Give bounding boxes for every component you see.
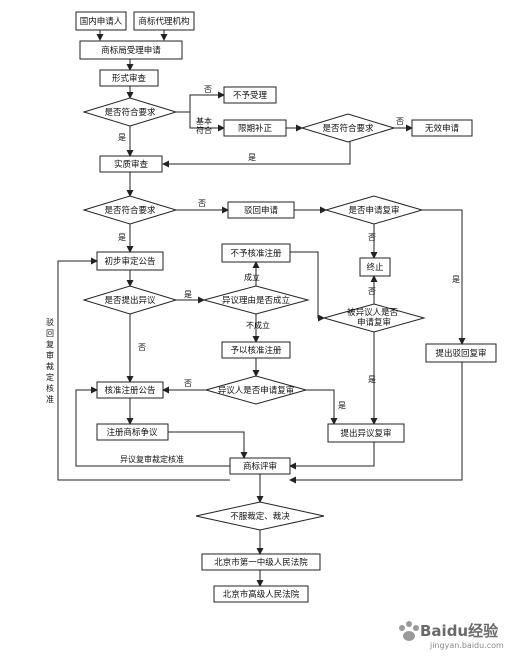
box-not-accepted: 不予受理 <box>223 86 277 104</box>
diamond-meets-req-3: 是否符合要求 <box>82 195 178 225</box>
node-label: 是否提出异议 <box>104 295 156 306</box>
connectors <box>57 30 466 587</box>
watermark-url: jingyan.baidu.com <box>429 641 504 650</box>
node-label: 是否符合要求 <box>104 107 156 118</box>
box-high-court: 北京市高级人民法院 <box>213 585 309 603</box>
label-yes: 是 <box>368 375 376 384</box>
node-label: 是否申请复审 <box>348 205 399 216</box>
box-approve-announce: 核准注册公告 <box>96 381 164 399</box>
node-label: 驳回申请 <box>244 205 279 216</box>
diamond-opposition-valid: 异议理由是否成立 <box>202 285 310 315</box>
node-label: 国内申请人 <box>80 16 123 27</box>
diamond-meets-req-2: 是否符合要求 <box>300 113 396 143</box>
label-yes: 是 <box>184 290 192 299</box>
node-label: 是否符合要求 <box>322 123 374 134</box>
box-refuse-registration: 不予核准注册 <box>221 243 291 263</box>
label-not-established: 不成立 <box>246 320 270 330</box>
diamond-opposed-review: 被异议人是否 申请复审 <box>322 303 426 333</box>
label-no: 否 <box>204 85 212 94</box>
watermark-brand: Baidu经验 <box>420 622 499 640</box>
node-label: 不予核准注册 <box>230 248 282 259</box>
node-label: 不予受理 <box>233 90 268 101</box>
node-label: 北京市第一中级人民法院 <box>214 557 308 568</box>
node-label: 实质审查 <box>114 159 149 170</box>
node-label-line2: 申请复审 <box>357 317 391 328</box>
label-no: 否 <box>396 117 404 126</box>
v-char: 审 <box>46 350 54 360</box>
box-file-rejection-review: 提出驳回复审 <box>425 343 497 363</box>
node-label: 商标评审 <box>243 461 277 472</box>
label-no: 否 <box>138 343 146 352</box>
node-label: 异议理由是否成立 <box>222 295 291 306</box>
node-label: 初步审定公告 <box>104 256 155 267</box>
node-label: 异议人是否申请复审 <box>218 385 295 396</box>
box-office-accepts: 商标局受理申请 <box>79 40 183 60</box>
label-yes: 是 <box>338 401 346 410</box>
baidu-watermark: Baidu经验 jingyan.baidu.com <box>399 621 504 650</box>
box-terminate: 终止 <box>359 257 391 277</box>
label-basically-meets: 基本 符合 <box>196 116 215 135</box>
node-label-line1: 被异议人是否 <box>347 307 399 318</box>
label-basically-line1: 基本 <box>196 116 212 126</box>
box-invalid-application: 无效申请 <box>411 119 473 137</box>
v-char: 定 <box>46 372 54 382</box>
box-formal-exam: 形式审查 <box>99 69 159 87</box>
label-basically-line2: 符合 <box>196 125 212 135</box>
box-review-board: 商标评审 <box>229 457 291 475</box>
v-char: 裁 <box>46 361 54 371</box>
paw-icon <box>399 621 419 641</box>
label-no: 否 <box>198 199 206 208</box>
node-label: 提出异议复审 <box>340 428 391 439</box>
node-label: 提出驳回复审 <box>435 348 486 359</box>
node-label: 北京市高级人民法院 <box>223 589 300 600</box>
label-no: 否 <box>368 287 376 296</box>
label-rejection-review-approved: 驳 回 复 审 裁 定 核 准 <box>46 318 57 404</box>
node-label: 限期补正 <box>238 123 273 134</box>
box-substantive-exam: 实质审查 <box>99 155 163 173</box>
box-prelim-approval: 初步审定公告 <box>96 251 164 271</box>
box-rejection: 驳回申请 <box>227 201 295 219</box>
node-label: 无效申请 <box>425 123 460 134</box>
box-first-court: 北京市第一中级人民法院 <box>201 553 321 571</box>
v-char: 准 <box>46 394 54 404</box>
label-no: 否 <box>184 379 192 388</box>
v-char: 核 <box>46 383 54 393</box>
label-yes: 是 <box>248 153 256 162</box>
box-domestic-applicant: 国内申请人 <box>75 11 127 31</box>
label-yes: 是 <box>118 133 126 142</box>
node-label: 不服裁定、裁决 <box>230 511 290 522</box>
box-trademark-agency: 商标代理机构 <box>133 11 195 31</box>
node-label: 注册商标争议 <box>106 427 158 438</box>
v-char: 回 <box>46 329 54 338</box>
edge-labels: 否 基本 符合 否 是 是 否 否 是 是 是 成立 否 不成立 是 否 否 是… <box>46 85 460 464</box>
box-approve-registration: 予以核准注册 <box>221 341 291 359</box>
v-char: 复 <box>46 339 54 349</box>
label-no: 否 <box>368 233 376 242</box>
node-label: 是否符合要求 <box>104 205 156 216</box>
box-correction: 限期补正 <box>223 119 287 137</box>
label-established: 成立 <box>244 272 260 282</box>
label-yes: 是 <box>452 275 460 284</box>
node-label: 商标局受理申请 <box>101 45 161 56</box>
node-label: 予以核准注册 <box>230 345 282 356</box>
diamond-meets-req-1: 是否符合要求 <box>82 97 178 127</box>
node-label: 终止 <box>366 262 384 273</box>
diamond-apply-review: 是否申请复审 <box>324 195 424 225</box>
box-file-opposition-review: 提出异议复审 <box>327 423 405 443</box>
label-opposition-review-approved: 异议复审裁定核准 <box>120 454 184 464</box>
node-label: 形式审查 <box>112 73 147 84</box>
node-label: 商标代理机构 <box>138 16 189 27</box>
v-char: 驳 <box>46 318 54 327</box>
box-registration-dispute: 注册商标争议 <box>96 423 169 441</box>
diamond-opposition-filed: 是否提出异议 <box>82 285 178 315</box>
diamond-opponent-review: 异议人是否申请复审 <box>204 375 308 405</box>
diamond-dissatisfied: 不服裁定、裁决 <box>195 501 325 531</box>
node-label: 核准注册公告 <box>104 385 155 396</box>
label-yes: 是 <box>118 233 126 242</box>
node-label: 被异议人是否 申请复审 <box>347 307 401 328</box>
